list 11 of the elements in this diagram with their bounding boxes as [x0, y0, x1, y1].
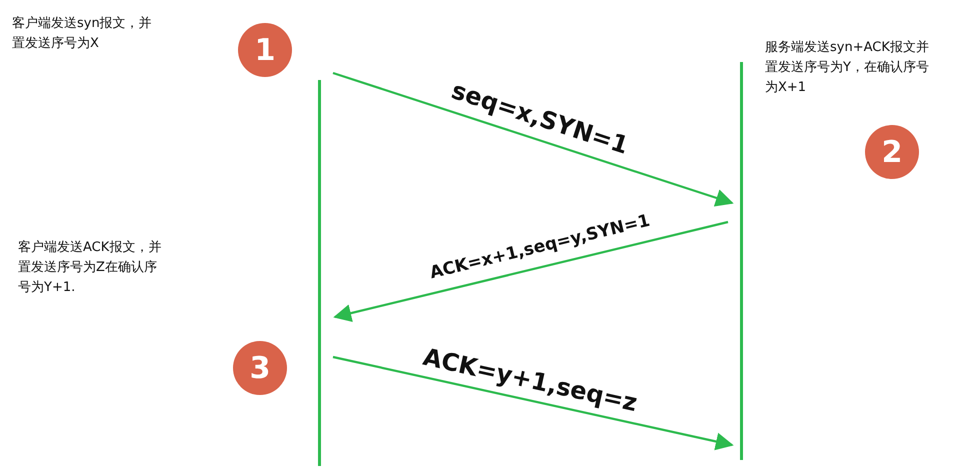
- arrow: [333, 220, 728, 322]
- step-number-circle: 2: [865, 125, 919, 179]
- arrow: [332, 356, 734, 450]
- lifeline: [740, 62, 743, 460]
- annotation-text: 客户端发送syn报文，并置发送序号为X: [12, 15, 153, 53]
- step-number-circle: 1: [238, 23, 292, 77]
- step-number-circle: 3: [233, 341, 287, 395]
- annotation-text: 服务端发送syn+ACK报文并置发送序号为Y，在确认序号为X+1: [765, 39, 930, 97]
- arrow: [332, 72, 734, 207]
- lifeline: [318, 80, 321, 466]
- annotation-text: 客户端发送ACK报文，并置发送序号为Z在确认序号为Y+1.: [18, 239, 162, 297]
